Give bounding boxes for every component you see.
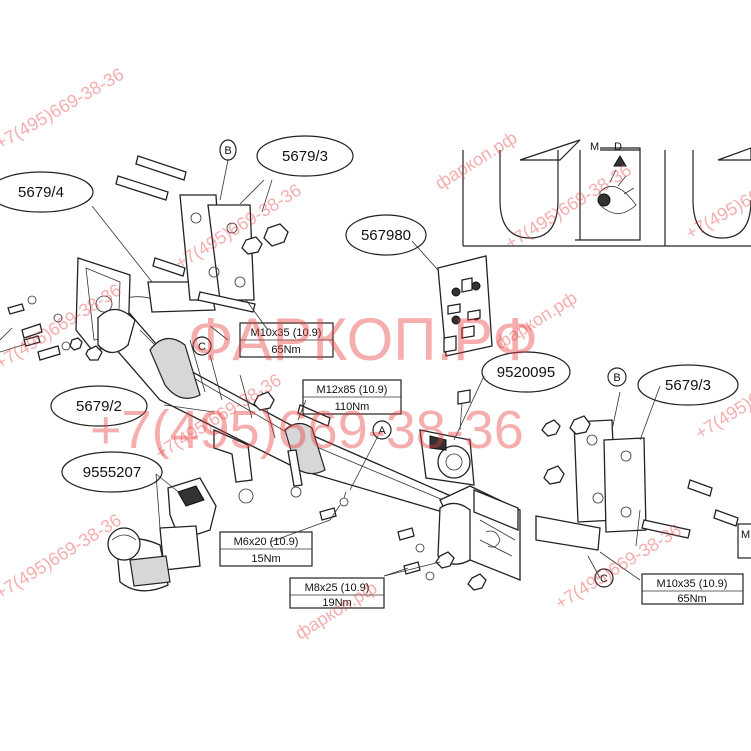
callout-9555207: 9555207 <box>61 451 163 493</box>
right-upper-bracket <box>535 415 739 551</box>
spec-box-m12x85: M12x85 (10.9) 110Nm <box>302 379 402 415</box>
svg-text:D: D <box>614 141 622 153</box>
spec-box-m10x35-left: M10x35 (10.9) 65Nm <box>239 322 334 358</box>
svg-text:65Nm: 65Nm <box>677 593 706 605</box>
callout-567980: 567980 <box>345 214 427 256</box>
watermark-phone-right: +7(495)669-38-36 <box>692 350 751 444</box>
watermark-main: ФАРКОП.РФ <box>188 306 538 373</box>
callout-5679-3-right: 5679/3 <box>637 364 739 406</box>
letter-marker-c-left: C <box>192 336 212 356</box>
watermark-phone-topmid: +7(495)669-38-36 <box>502 160 635 254</box>
letter-marker-a: A <box>372 420 392 440</box>
svg-text:M12x85 (10.9): M12x85 (10.9) <box>317 384 388 396</box>
svg-text:M: M <box>590 141 599 153</box>
svg-text:B: B <box>224 145 231 157</box>
svg-text:M8x25 (10.9): M8x25 (10.9) <box>305 582 370 594</box>
svg-text:5679/3: 5679/3 <box>665 377 711 394</box>
svg-text:15Nm: 15Nm <box>251 553 280 565</box>
callout-5679-3-top: 5679/3 <box>256 135 354 177</box>
letter-marker-c-right: C <box>594 568 614 588</box>
spec-box-m8x25: M8x25 (10.9) 19Nm <box>289 577 385 609</box>
spec-box-m6x20: M6x20 (10.9) 15Nm <box>219 531 313 567</box>
left-upper-bracket <box>115 155 289 313</box>
callout-5679-2: 5679/2 <box>50 385 148 427</box>
letter-marker-b-top: B <box>219 139 237 161</box>
svg-text:65Nm: 65Nm <box>271 344 300 356</box>
spec-box-m10x35-right: M10x35 (10.9) 65Nm <box>641 573 744 605</box>
svg-text:A: A <box>378 425 386 437</box>
svg-text:C: C <box>600 573 608 585</box>
watermark-phone-topright: +7(495)669-38-36 <box>682 154 751 244</box>
svg-text:M6x20 (10.9): M6x20 (10.9) <box>234 536 299 548</box>
socket-plate <box>419 389 475 486</box>
svg-text:B: B <box>613 372 620 384</box>
inset-letter-m: M <box>590 141 599 153</box>
svg-text:M: M <box>741 529 750 541</box>
left-mount-plate <box>75 257 136 354</box>
svg-text:C: C <box>198 341 206 353</box>
left-bolts <box>7 295 103 361</box>
svg-text:M10x35 (10.9): M10x35 (10.9) <box>657 578 728 590</box>
tow-ball-assembly <box>107 477 217 592</box>
svg-text:5679/4: 5679/4 <box>18 184 64 201</box>
watermark-site-top: фаркоп.рф <box>432 127 521 193</box>
svg-text:110Nm: 110Nm <box>335 401 370 413</box>
svg-text:5679/2: 5679/2 <box>76 398 122 415</box>
watermark-phone-main: +7(495)669-38-36 <box>90 400 524 460</box>
inset-letter-d: D <box>614 141 622 153</box>
letter-marker-b-right: B <box>607 367 627 387</box>
svg-text:5679/3: 5679/3 <box>282 148 328 165</box>
svg-text:9520095: 9520095 <box>497 364 555 381</box>
watermark-phone-bottomleft: +7(495)669-38-36 <box>0 510 125 604</box>
svg-text:M10x35 (10.9): M10x35 (10.9) <box>251 327 322 339</box>
leader-lines <box>0 159 661 581</box>
spec-box-partial-right: M <box>737 523 751 559</box>
inset-panel: M D <box>462 139 751 247</box>
svg-text:567980: 567980 <box>361 227 411 244</box>
svg-text:9555207: 9555207 <box>83 464 141 481</box>
watermark-layer: ФАРКОП.РФ +7(495)669-38-36 +7(495)669-38… <box>0 64 751 644</box>
callout-5679-4: 5679/4 <box>0 171 94 213</box>
watermark-phone-topleft: +7(495)669-38-36 <box>0 64 127 154</box>
bolt-plate-567980 <box>437 255 493 357</box>
callout-9520095: 9520095 <box>481 351 571 393</box>
middle-hardware <box>213 391 349 521</box>
lower-bolts <box>397 527 487 591</box>
svg-text:19Nm: 19Nm <box>322 597 351 609</box>
right-coupling-housing <box>437 485 521 581</box>
